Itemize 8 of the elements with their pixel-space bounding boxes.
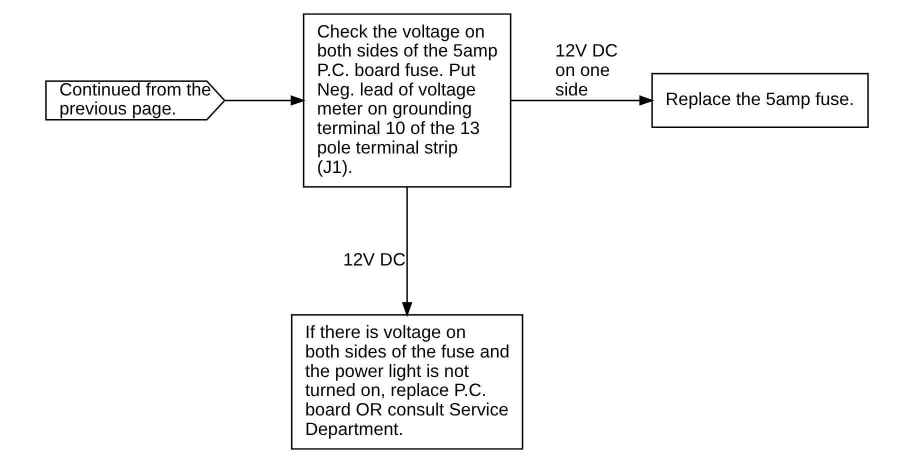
edge-label: 12V DC: [343, 250, 406, 270]
node-box: Check the voltage on both sides of the 5amp P.C. board fuse. Put Neg. lead of voltage meter on grounding terminal 10 of the 13 pole terminal strip (J1).: [302, 13, 512, 188]
arrow: [224, 95, 306, 106]
node-box: If there is voltage on both sides of the fuse and the power light is not turned on, replace P.C. board OR consult Service Department.: [290, 314, 524, 450]
arrow: [402, 187, 412, 318]
edge-label: 12V DC on one side: [555, 40, 618, 100]
arrow: [510, 95, 654, 106]
node-box: Replace the 5amp fuse.: [651, 72, 869, 128]
